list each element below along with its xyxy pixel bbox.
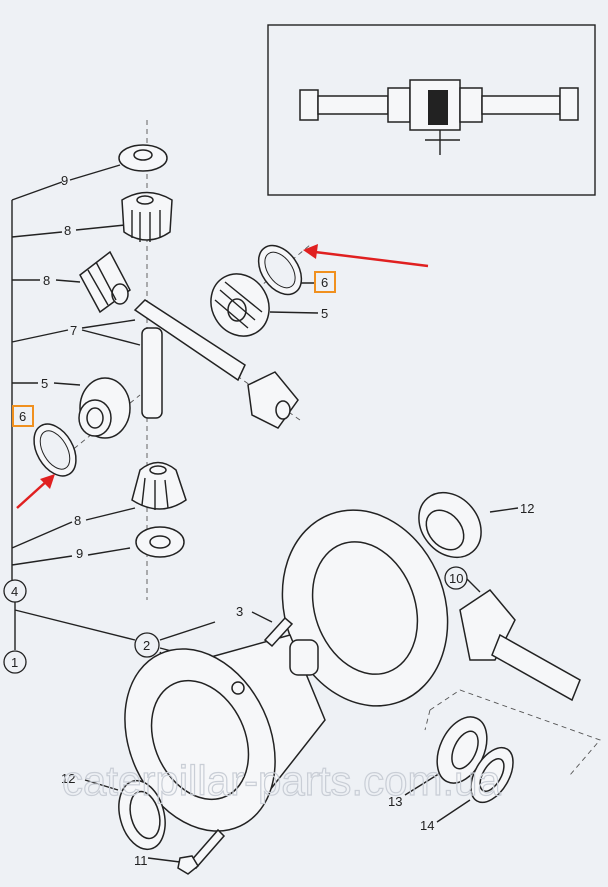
side-gear-left (78, 377, 131, 439)
pinion-gear-left (79, 250, 131, 314)
thrust-washer-top (118, 144, 168, 172)
highlight-box-6-right (314, 271, 336, 293)
pinion-gear-top (121, 191, 173, 242)
cross-shaft (133, 299, 246, 419)
pinion-gear-bottom (131, 461, 187, 510)
bolt-3 (263, 616, 294, 648)
bolt-11 (177, 828, 226, 875)
callout-circle-2 (134, 632, 160, 658)
bearing-13 (436, 716, 488, 784)
red-arrow-right (303, 244, 429, 268)
watermark: caterpillar-parts.com.ua (62, 757, 501, 804)
callout-13: 13 (388, 794, 402, 809)
callout-11: 11 (134, 853, 148, 868)
callout-3: 3 (236, 604, 243, 619)
callout-12-left: 12 (61, 771, 75, 786)
callout-9-bottom: 9 (76, 546, 83, 561)
callout-1: 1 (11, 655, 18, 670)
inset-axle-view (267, 24, 596, 196)
callout-circle-10 (444, 566, 468, 590)
callout-circle-4 (3, 579, 27, 603)
thrust-washer-6-left (33, 423, 77, 477)
callout-9-top: 9 (61, 173, 68, 188)
dashed-group-outline (424, 689, 601, 776)
callout-8-bottom: 8 (74, 513, 81, 528)
callout-10: 10 (449, 571, 463, 586)
callout-6-right: 6 (321, 275, 328, 290)
callout-12-right: 12 (520, 501, 534, 516)
differential-case (124, 634, 326, 832)
callout-7: 7 (70, 323, 77, 338)
callout-8-left: 8 (43, 273, 50, 288)
highlight-box-6-left (12, 405, 34, 427)
centerlines (59, 120, 311, 600)
seal-14 (470, 746, 514, 804)
callout-8-top: 8 (64, 223, 71, 238)
callout-2: 2 (143, 638, 150, 653)
callout-5-left: 5 (41, 376, 48, 391)
thrust-washer-6-right (257, 244, 303, 296)
ring-gear (281, 509, 449, 707)
callout-4: 4 (11, 584, 18, 599)
callout-6-left: 6 (19, 409, 26, 424)
callout-14: 14 (420, 818, 434, 833)
leader-lines-left (11, 164, 141, 585)
bearing-right (418, 491, 482, 559)
red-arrow-left (16, 474, 55, 509)
callout-5-right: 5 (321, 306, 328, 321)
drive-pinion (459, 589, 581, 702)
thrust-washer-bottom (135, 526, 185, 558)
side-gear-right (210, 273, 270, 337)
bearing-left (118, 779, 166, 851)
pinion-gear-right (247, 371, 299, 429)
callout-circle-1 (3, 650, 27, 674)
